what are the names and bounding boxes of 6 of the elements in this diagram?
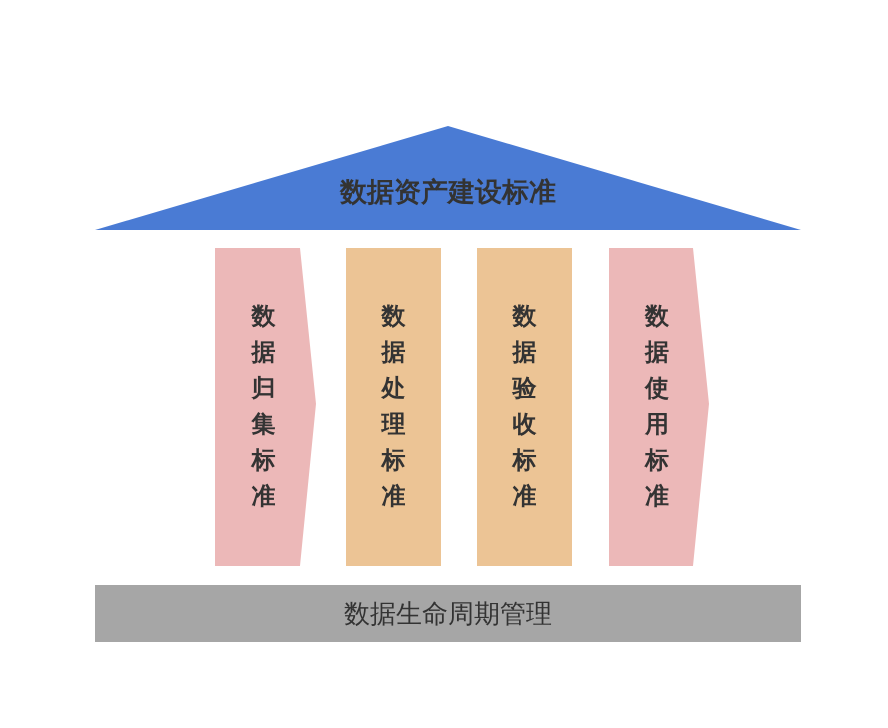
base-label: 数据生命周期管理 [344,598,552,631]
pillar-label: 数据处理标准 [382,301,406,512]
pillar-label: 数据验收标准 [512,301,536,512]
pillar-label: 数据归集标准 [252,301,276,512]
roof-label: 数据资产建设标准 [340,176,556,210]
pillar-label: 数据使用标准 [645,301,669,512]
